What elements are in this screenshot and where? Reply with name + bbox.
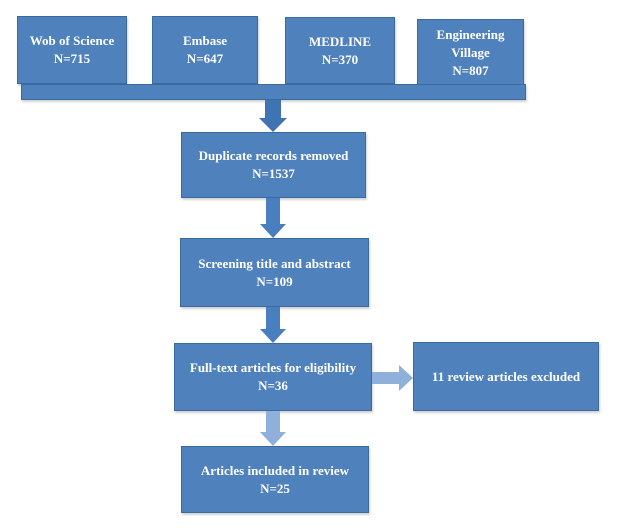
step-count: N=1537 (252, 166, 295, 181)
source-count: N=370 (321, 51, 359, 67)
arrow-down-icon (260, 307, 286, 343)
duplicates-removed-box: Duplicate records removed N=1537 (181, 132, 366, 198)
source-count: N=715 (53, 51, 91, 66)
source-name-line1: Engineering (436, 26, 505, 42)
arrow-right-icon (372, 365, 413, 391)
source-box-engineering-village: Engineering Village N=807 (417, 19, 524, 86)
arrow-down-icon (259, 100, 287, 132)
source-count: N=807 (452, 62, 489, 78)
source-name: MEDLINE (308, 33, 372, 49)
step-label: Articles included in review (200, 462, 350, 478)
step-label: Screening title and abstract (198, 255, 351, 271)
excluded-box: 11 review articles excluded (413, 342, 599, 411)
fulltext-eligibility-box: Full-text articles for eligibility N=36 (174, 343, 372, 411)
arrow-down-icon (260, 411, 286, 446)
screening-box: Screening title and abstract N=109 (180, 238, 369, 307)
source-count: N=647 (186, 51, 224, 66)
step-count: N=109 (256, 273, 293, 289)
source-box-embase: Embase N=647 (152, 16, 258, 84)
source-box-medline: MEDLINE N=370 (285, 17, 395, 84)
source-box-web-of-science: Wob of Science N=715 (17, 16, 127, 84)
step-label: Duplicate records removed (198, 148, 349, 163)
source-name: Embase (182, 33, 228, 48)
step-count: N=25 (260, 480, 290, 496)
arrow-down-icon (260, 198, 286, 238)
source-name: Wob of Science (29, 33, 115, 48)
step-label: Full-text articles for eligibility (189, 360, 357, 375)
merge-bar (21, 84, 526, 100)
excluded-label: 11 review articles excluded (431, 368, 581, 384)
included-box: Articles included in review N=25 (181, 446, 369, 513)
step-count: N=36 (258, 378, 288, 393)
source-name-line2: Village (451, 44, 490, 60)
